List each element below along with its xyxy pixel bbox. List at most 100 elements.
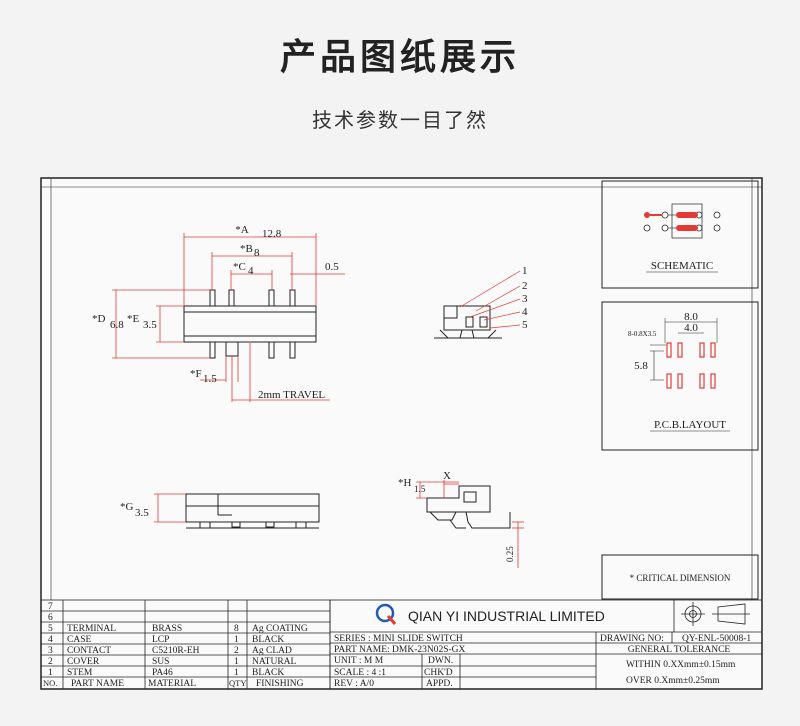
front-view: [185, 493, 320, 529]
dim-travel: 2mm TRAVEL: [258, 389, 325, 401]
dim-D-value: 6.8: [110, 319, 124, 331]
bom-part: CONTACT: [67, 646, 111, 656]
bom-material: C5210R-EH: [152, 646, 200, 656]
pcb-dim-w2: 4.0: [684, 322, 698, 334]
callout-1: 1: [522, 265, 528, 277]
callout-3: 3: [522, 293, 528, 305]
bom-table: [40, 599, 331, 690]
callout-4: 4: [522, 306, 528, 318]
pcb-dim-w1: 8.0: [684, 311, 698, 323]
projection-symbol-icon: [681, 602, 750, 626]
bom-no: 1: [48, 668, 53, 678]
dim-E-value: 3.5: [143, 319, 157, 331]
bom-part: CASE: [67, 635, 91, 645]
dim-B-label: *B: [240, 243, 253, 255]
tolerance-title: GENERAL TOLERANCE: [628, 645, 731, 655]
bom-part: TERMINAL: [67, 624, 116, 634]
bom-material: LCP: [152, 635, 169, 645]
appd: APPD.: [426, 679, 453, 689]
bom-qty: 8: [234, 624, 239, 634]
bom-no: 4: [48, 635, 53, 645]
dim-C-label: *C: [233, 261, 246, 273]
callout-leaders: [459, 270, 521, 329]
top-view-dim-lines: [112, 233, 345, 402]
dim-C-value: 4: [248, 265, 254, 277]
front-view-dim-lines: [154, 493, 186, 523]
dwn: DWN.: [428, 656, 453, 666]
callout-numbers: 1 2 3 4 5: [522, 265, 528, 331]
callout-5: 5: [522, 319, 528, 331]
dim-F-value: 1.5: [203, 373, 217, 385]
dim-E-label: *E: [127, 313, 140, 325]
chkd: CHK'D: [424, 668, 453, 678]
dim-H-value: 1.5: [414, 484, 426, 494]
bom-qty: 1: [234, 668, 239, 678]
bom-header-material: MATERIAL: [148, 679, 196, 689]
drawing-no-label: DRAWING NO:: [600, 634, 664, 644]
bom-no: 5: [48, 624, 53, 634]
bom-qty: 1: [234, 657, 239, 667]
bom-qty: 1: [234, 635, 239, 645]
bom-header-qty: QTY: [229, 678, 246, 688]
company-name: QIAN YI INDUSTRIAL LIMITED: [408, 608, 605, 624]
bom-finish: NATURAL: [252, 657, 297, 667]
critical-panel: [601, 554, 759, 600]
bom-material: SUS: [152, 657, 169, 667]
page-subtitle: 技术参数一目了然: [312, 108, 488, 132]
dim-D-label: *D: [92, 313, 106, 325]
series: SERIES : MINI SLIDE SWITCH: [334, 634, 463, 644]
dim-A-label: *A: [235, 224, 249, 236]
pcb-panel: [601, 301, 759, 451]
bom-finish: BLACK: [252, 635, 284, 645]
schematic-label: SCHEMATIC: [651, 260, 713, 272]
bom-material: BRASS: [152, 624, 182, 634]
top-view: [183, 289, 317, 359]
tolerance-within: WITHIN 0.XXmm±0.15mm: [626, 660, 736, 670]
dim-025: 0.25: [505, 546, 515, 562]
bom-material: PA46: [152, 668, 173, 678]
bom-no: 7: [48, 602, 53, 612]
schematic-symbol: [643, 203, 721, 239]
side-profile-dim-lines: [416, 480, 524, 568]
pcb-dim-h1: 5.8: [634, 360, 648, 372]
title-block: [329, 599, 763, 690]
dim-X: X: [443, 470, 451, 482]
bom-header-part: PART NAME: [71, 679, 124, 689]
scale: SCALE : 4 :1: [334, 668, 386, 678]
dim-G-value: 3.5: [135, 507, 149, 519]
bom-finish: BLACK: [252, 668, 284, 678]
bom-qty: 2: [234, 646, 239, 656]
bom-finish: Ag COATING: [252, 624, 308, 634]
drawing-frame: [40, 177, 763, 690]
side-view: [434, 305, 502, 339]
page-title: 产品图纸展示: [279, 37, 520, 78]
bom-finish: Ag CLAD: [252, 646, 292, 656]
bom-no: 3: [48, 646, 53, 656]
bom-rows: 7 6 5 TERMINAL BRASS 8 Ag COATING 4 CASE…: [43, 602, 308, 689]
pcb-label: P.C.B.LAYOUT: [654, 419, 726, 431]
dim-G-label: *G: [120, 501, 134, 513]
dim-c2-value: 0.5: [325, 261, 339, 273]
bom-header-no: NO.: [43, 678, 57, 688]
pcb-pad-note: 8-0.8X3.5: [628, 330, 657, 338]
company-logo: [375, 603, 397, 625]
unit: UNIT : M M: [334, 656, 384, 666]
dim-F-label: *F: [190, 368, 202, 380]
tolerance-over: OVER 0.Xmm±0.25mm: [626, 676, 720, 686]
part-name: PART NAME: DMK-23N02S-GX: [334, 645, 466, 655]
bom-part: COVER: [67, 657, 100, 667]
bom-no: 6: [48, 613, 53, 623]
side-profile: [426, 485, 511, 529]
critical-dimension-note: * CRITICAL DIMENSION: [630, 573, 731, 583]
dim-A-value: 12.8: [262, 228, 282, 240]
callout-2: 2: [522, 280, 528, 292]
bom-no: 2: [48, 657, 53, 667]
bom-part: STEM: [67, 668, 93, 678]
schematic-panel: [601, 180, 759, 289]
drawing-no: QY-ENL-50008-1: [682, 634, 751, 644]
pcb-layout: [650, 318, 718, 389]
dim-B-value: 8: [254, 247, 260, 259]
rev: REV : A/0: [334, 679, 374, 689]
bom-header-finish: FINISHING: [256, 679, 304, 689]
